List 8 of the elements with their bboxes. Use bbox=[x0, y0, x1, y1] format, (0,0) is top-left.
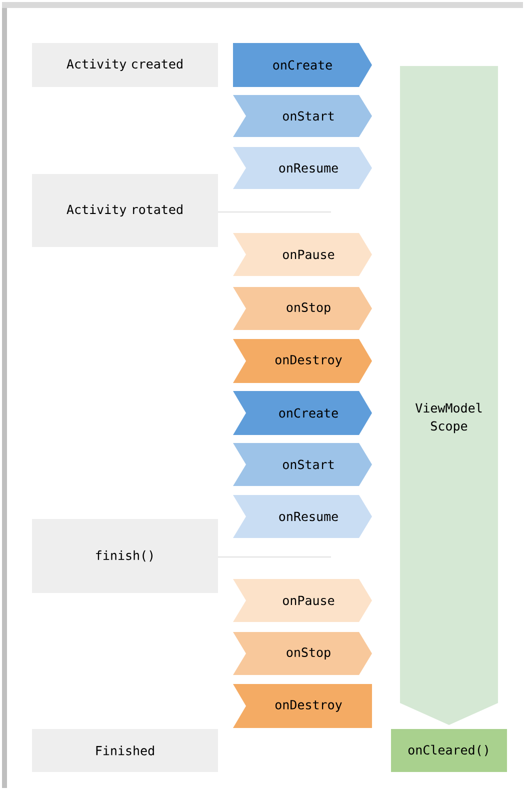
state-box: Activity rotated bbox=[32, 174, 218, 247]
state-box: onCleared() bbox=[391, 729, 507, 772]
callback-box: onCreate bbox=[233, 43, 372, 87]
state-box: finish() bbox=[32, 519, 218, 593]
callback-box: onDestroy bbox=[233, 684, 372, 728]
scope-band: ViewModel Scope bbox=[400, 66, 498, 725]
state-box: Finished bbox=[32, 729, 218, 772]
state-box: Activity created bbox=[32, 43, 218, 87]
